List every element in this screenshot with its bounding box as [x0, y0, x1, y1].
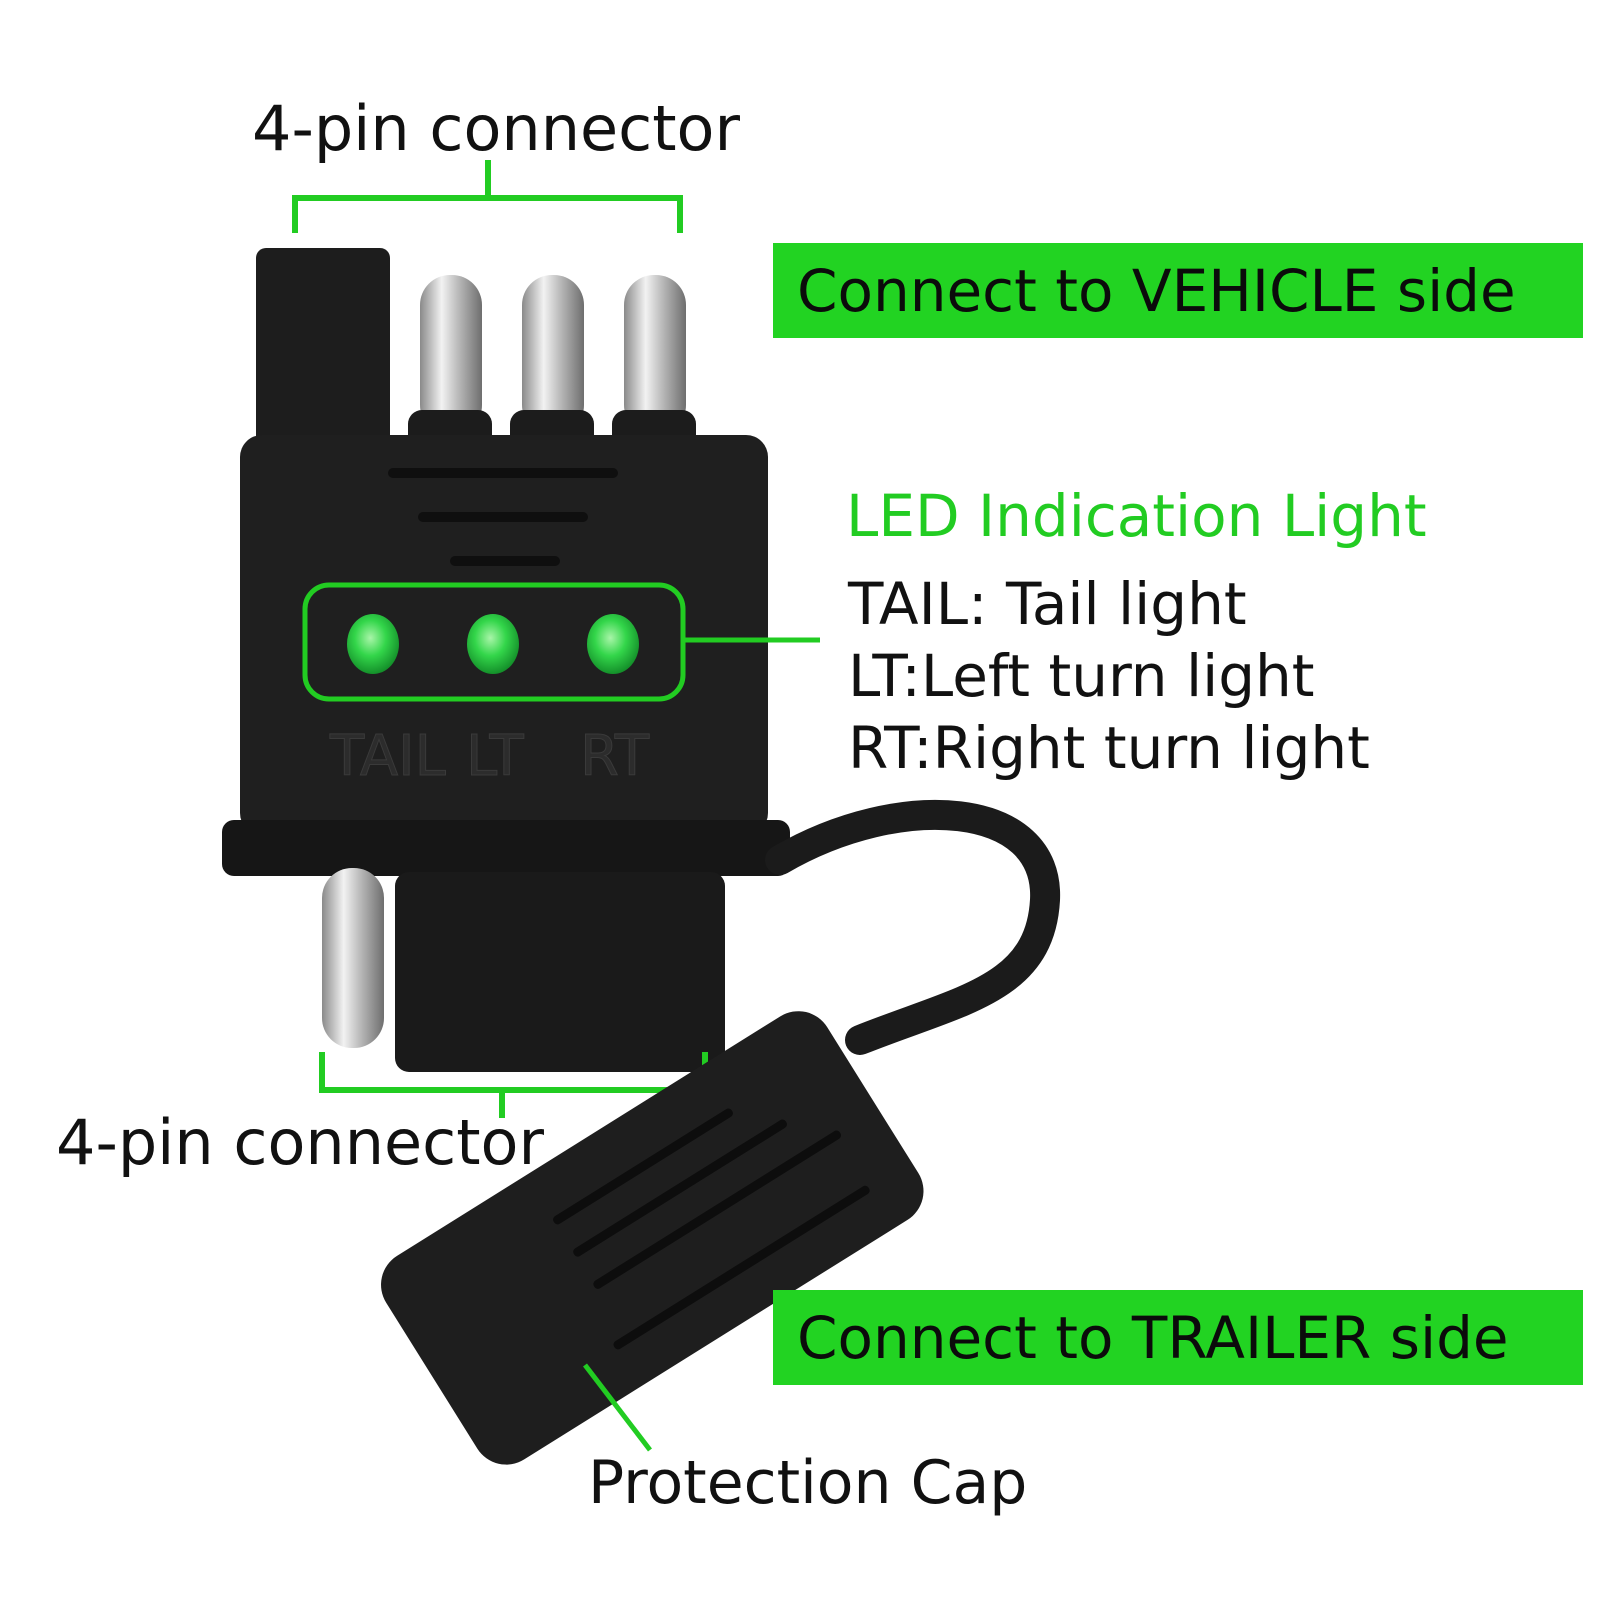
led-legend-rt: RT:Right turn light	[848, 714, 1370, 782]
cap-pointer-line	[583, 1363, 652, 1452]
top-connector-label: 4-pin connector	[252, 92, 740, 165]
marking-tail: TAIL	[329, 724, 446, 789]
led-legend-tail: TAIL: Tail light	[848, 570, 1247, 638]
bottom-connector	[322, 868, 725, 1072]
top-connector-bracket	[292, 160, 683, 233]
led-tail	[347, 614, 399, 674]
led-lt	[467, 614, 519, 674]
adapter-body: TAIL LT RT	[222, 435, 820, 876]
protection-cap	[381, 1011, 924, 1465]
top-pins	[256, 248, 696, 450]
top-housing-tab	[256, 248, 390, 448]
marking-lt: LT	[466, 724, 524, 789]
trailer-side-text: Connect to TRAILER side	[797, 1303, 1509, 1372]
protection-cap-label: Protection Cap	[588, 1448, 1028, 1518]
marking-rt: RT	[580, 724, 650, 789]
led-rt	[587, 614, 639, 674]
trailer-side-banner: Connect to TRAILER side	[773, 1290, 1583, 1385]
bottom-connector-label: 4-pin connector	[56, 1106, 544, 1179]
cap-strap	[765, 800, 1061, 1055]
vehicle-side-text: Connect to VEHICLE side	[797, 256, 1516, 325]
vehicle-side-banner: Connect to VEHICLE side	[773, 243, 1583, 338]
led-title: LED Indication Light	[846, 482, 1427, 550]
led-legend-lt: LT:Left turn light	[848, 642, 1315, 710]
led-legend: TAIL: Tail light LT:Left turn light RT:R…	[848, 568, 1370, 784]
